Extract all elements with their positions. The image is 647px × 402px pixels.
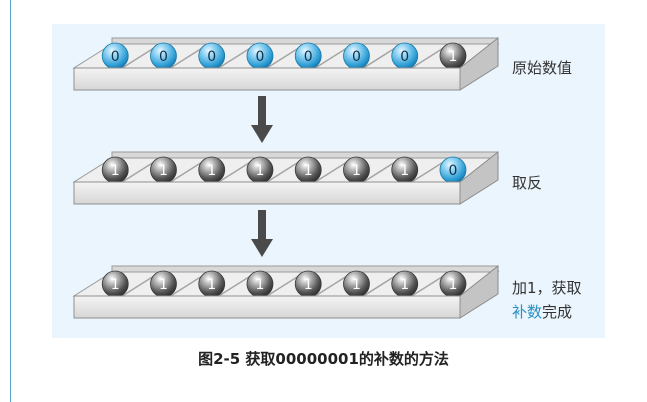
down-arrow-icon [251,96,273,143]
bit-value-label: 1 [159,163,168,179]
bit-ball-1: 1 [246,270,274,298]
bit-tray-row-3: 1 1 1 1 1 1 1 1 [72,264,500,319]
bit-ball-0: 0 [294,42,322,70]
bit-ball-0: 0 [101,42,129,70]
complement-rest-word: 完成 [542,303,573,321]
complement-accent-word: 补数 [512,303,543,321]
bit-ball-0: 0 [198,42,226,70]
bit-value-label: 1 [256,163,265,179]
bit-ball-0: 0 [439,156,467,184]
bit-value-label: 1 [111,163,120,179]
bit-ball-1: 1 [391,270,419,298]
bit-value-label: 0 [352,49,361,65]
bit-value-label: 0 [449,163,458,179]
bit-value-label: 1 [207,277,216,293]
bit-value-label: 1 [449,277,458,293]
bit-value-label: 0 [400,49,409,65]
bit-value-label: 0 [159,49,168,65]
bit-ball-0: 0 [343,42,370,70]
bit-ball-1: 1 [439,270,467,298]
bit-value-label: 1 [304,163,313,179]
tray-front-face [73,181,461,205]
left-border-rule [10,0,11,402]
bit-value-label: 1 [400,163,409,179]
bit-value-label: 0 [256,49,265,65]
bit-ball-0: 0 [150,42,177,70]
bit-tray-row-1: 0 0 0 0 0 0 0 1 [72,36,500,91]
bit-ball-1: 1 [246,156,274,184]
bit-ball-1: 1 [294,270,322,298]
bit-ball-1: 1 [150,270,177,298]
bit-value-label: 0 [111,49,120,65]
bit-value-label: 0 [207,49,216,65]
bit-value-label: 1 [449,49,458,65]
bit-value-label: 1 [111,277,120,293]
bit-value-label: 1 [400,277,409,293]
bit-ball-1: 1 [294,156,322,184]
bit-ball-1: 1 [343,156,370,184]
tray-front-face [73,67,461,91]
bit-value-label: 1 [352,277,361,293]
bit-value-label: 0 [304,49,313,65]
bit-tray-row-2: 1 1 1 1 1 1 1 0 [72,150,500,205]
bit-ball-1: 1 [439,42,467,70]
down-arrow-icon [251,210,273,257]
bit-ball-1: 1 [198,156,226,184]
bit-value-label: 1 [352,163,361,179]
row-label-original: 原始数值 [512,59,573,77]
row-label-complement-line2: 补数完成 [512,300,582,324]
bit-ball-1: 1 [101,156,129,184]
bit-ball-1: 1 [198,270,226,298]
bit-value-label: 1 [304,277,313,293]
bit-ball-1: 1 [150,156,177,184]
bit-ball-0: 0 [246,42,274,70]
row-label-complement-line1: 加1，获取 [512,279,582,297]
bit-ball-0: 0 [391,42,419,70]
row-label-inverted: 取反 [512,174,543,192]
tray-front-face [73,295,461,319]
figure-caption: 图2-5 获取00000001的补数的方法 [198,350,449,368]
bit-ball-1: 1 [101,270,129,298]
bit-ball-1: 1 [343,270,370,298]
bit-value-label: 1 [207,163,216,179]
bit-value-label: 1 [256,277,265,293]
row-label-complement: 加1，获取 补数完成 [512,276,582,324]
bit-ball-1: 1 [391,156,419,184]
bit-value-label: 1 [159,277,168,293]
